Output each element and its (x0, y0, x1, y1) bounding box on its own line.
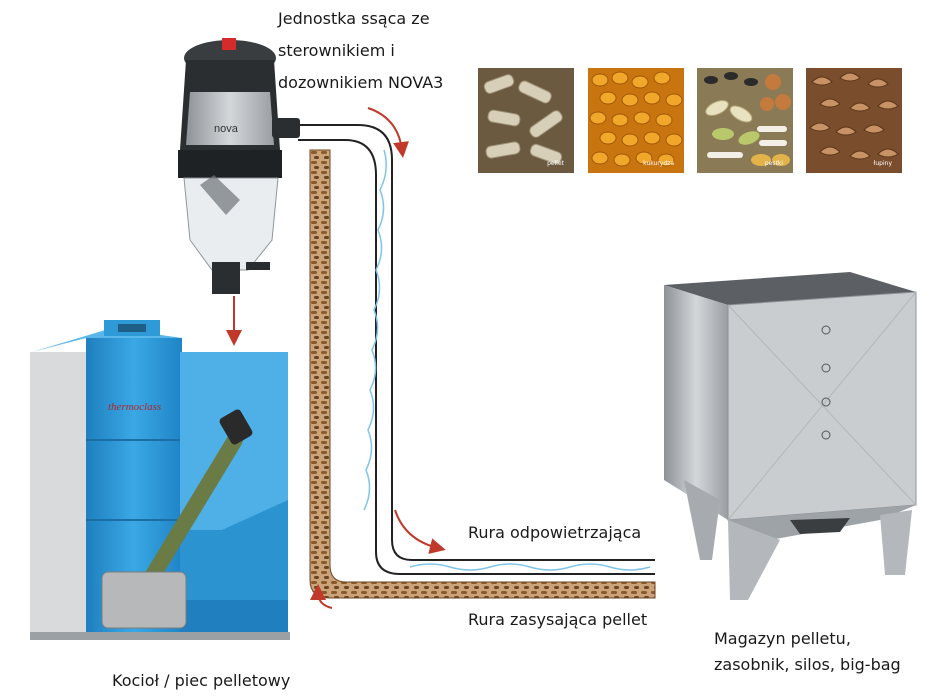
vacuum-unit-nova3: nova (178, 38, 300, 294)
fuel-sample-pellet: pellet (478, 68, 574, 173)
fuel-sample-shells: łupiny (806, 68, 902, 173)
fuel-caption: łupiny (873, 160, 892, 167)
vacuum-unit-label-line: Jednostka ssąca ze (278, 9, 430, 28)
storage-hopper (664, 272, 917, 600)
storage-label: Magazyn pelletu, zasobnik, silos, big-ba… (714, 628, 901, 676)
pellet-boiler: thermoclass (30, 320, 290, 640)
suction-pipe-label: Rura zasysająca pellet (468, 610, 648, 629)
storage-label-line: zasobnik, silos, big-bag (714, 655, 901, 674)
fuel-caption: pestki (764, 160, 783, 167)
seeds-icon (697, 68, 793, 173)
nova-logo: nova (214, 123, 239, 135)
fuel-sample-corn: kukurydza (588, 68, 684, 173)
fuel-caption: pellet (547, 160, 564, 167)
vacuum-unit-label-line: sterownikiem i (278, 41, 395, 60)
fuel-sample-seeds: pestki (697, 68, 793, 173)
vent-pipe (298, 124, 655, 575)
vent-pipe-label: Rura odpowietrzająca (468, 523, 642, 542)
corn-icon (588, 68, 684, 173)
storage-label-line: Magazyn pelletu, (714, 629, 851, 648)
flow-arrows (226, 107, 446, 609)
thermoclass-logo: thermoclass (108, 401, 161, 413)
vacuum-unit-label-line: dozownikiem NOVA3 (278, 73, 444, 92)
pellet-icon (478, 68, 574, 173)
vacuum-unit-label: Jednostka ssąca ze sterownikiem i dozown… (278, 8, 443, 94)
fuel-caption: kukurydza (643, 160, 674, 167)
boiler-label: Kocioł / piec pelletowy (112, 671, 291, 690)
shells-icon (806, 68, 902, 173)
